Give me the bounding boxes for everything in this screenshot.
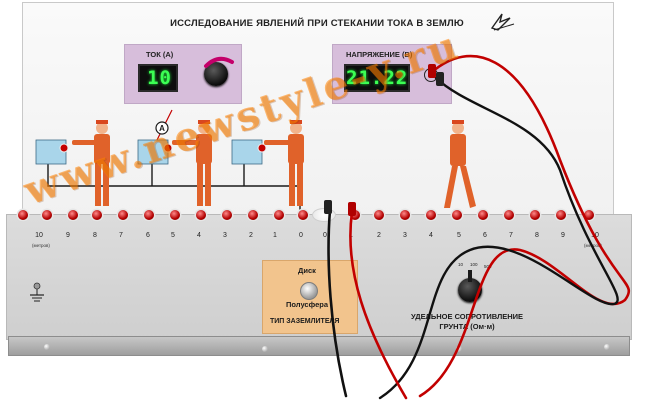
scale-label: 3 <box>223 232 227 239</box>
voltage-meter-label: НАПРЯЖЕНИЕ (В) <box>346 50 413 59</box>
probe-terminal[interactable] <box>196 210 206 220</box>
probe-terminal[interactable] <box>374 210 384 220</box>
scale-label: 7 <box>509 232 513 239</box>
electrode-type-caption: ТИП ЗАЗЕМЛИТЕЛЯ <box>270 318 340 325</box>
probe-terminal[interactable] <box>144 210 154 220</box>
resistivity-selector-knob[interactable] <box>458 278 482 302</box>
resistivity-knob-pointer <box>468 270 472 282</box>
screw <box>604 344 610 350</box>
scale-label: 6 <box>146 232 150 239</box>
electrode-type-toggle[interactable] <box>300 282 318 300</box>
scale-label: 1 <box>273 232 277 239</box>
scale-unit-label: (метров) <box>32 243 50 248</box>
probe-terminal[interactable] <box>452 210 462 220</box>
manufacturer-logo-icon <box>490 13 515 31</box>
scale-label: 8 <box>93 232 97 239</box>
resistivity-mark: 500 <box>484 264 492 269</box>
probe-terminal[interactable] <box>170 210 180 220</box>
probe-terminal[interactable] <box>92 210 102 220</box>
current-meter-label: ТОК (А) <box>146 50 174 59</box>
panel-front-edge <box>8 336 630 356</box>
probe-terminal[interactable] <box>400 210 410 220</box>
probe-terminal[interactable] <box>298 210 308 220</box>
probe-terminal[interactable] <box>530 210 540 220</box>
voltage-display: 21.22 <box>344 64 410 92</box>
scale-label: 3 <box>403 232 407 239</box>
scale-label: 8 <box>535 232 539 239</box>
scale-label: 4 <box>429 232 433 239</box>
current-display: 10 <box>138 64 178 92</box>
electrode-option-disk: Диск <box>298 266 316 275</box>
scale-label: 5 <box>457 232 461 239</box>
probe-terminal[interactable] <box>426 210 436 220</box>
panel-upper-surface <box>22 2 614 217</box>
probe-terminal[interactable] <box>274 210 284 220</box>
probe-terminal[interactable] <box>478 210 488 220</box>
scale-label: 4 <box>197 232 201 239</box>
scale-label: 7 <box>119 232 123 239</box>
resistivity-mark: 100 <box>470 262 478 267</box>
probe-terminal[interactable] <box>248 210 258 220</box>
screw <box>456 346 462 352</box>
panel-title: ИССЛЕДОВАНИЕ ЯВЛЕНИЙ ПРИ СТЕКАНИИ ТОКА В… <box>170 18 464 29</box>
probe-terminal[interactable] <box>222 210 232 220</box>
scale-label: 9 <box>66 232 70 239</box>
ground-symbol-icon <box>30 282 44 302</box>
scale-label: 5 <box>171 232 175 239</box>
screw <box>44 344 50 350</box>
resistivity-label-line1: УДЕЛЬНОЕ СОПРОТИВЛЕНИЕ <box>410 312 524 321</box>
scale-label: 10 <box>35 232 43 239</box>
probe-terminal[interactable] <box>42 210 52 220</box>
knob-arc-icon <box>204 56 234 68</box>
scale-label: 0 <box>323 232 327 239</box>
svg-text:A: A <box>159 124 165 133</box>
probe-terminal[interactable] <box>68 210 78 220</box>
probe-terminal[interactable] <box>584 210 594 220</box>
probe-terminal[interactable] <box>504 210 514 220</box>
probe-terminal[interactable] <box>118 210 128 220</box>
scale-label: 2 <box>249 232 253 239</box>
probe-terminal[interactable] <box>556 210 566 220</box>
scale-label: 6 <box>483 232 487 239</box>
electrode-option-hemisphere: Полусфера <box>286 300 328 309</box>
resistivity-mark: 10 <box>458 262 464 267</box>
scale-label: 0 <box>299 232 303 239</box>
scale-label: 9 <box>561 232 565 239</box>
scale-label: 2 <box>377 232 381 239</box>
screw <box>262 346 268 352</box>
probe-terminal[interactable] <box>18 210 28 220</box>
